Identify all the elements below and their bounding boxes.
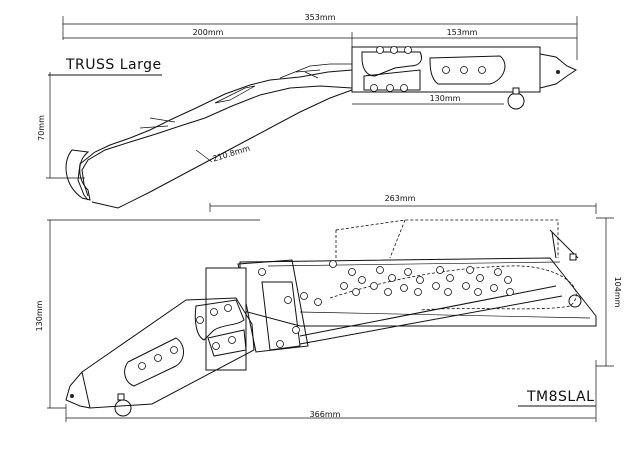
dim-366-label: 366mm [310, 410, 341, 419]
dim-handle-inner-label: 130mm [430, 94, 461, 103]
dim-right-height: 104mm [596, 217, 622, 367]
dim-diagonal-label: 210.8mm [212, 144, 252, 164]
dim-left-height: 130mm [35, 219, 260, 409]
dim-left-height-label: 130mm [35, 300, 44, 331]
sheath-dot-pattern [300, 266, 514, 306]
dim-handle-inner: 130mm [352, 94, 504, 105]
dim-top-bottom-view: 263mm [209, 194, 597, 214]
top-view-title: TRUSS Large [65, 57, 162, 73]
top-handle [351, 46, 578, 110]
sheath-knife-handle [65, 297, 255, 417]
dim-overall-bottom: 366mm [65, 360, 597, 422]
dim-blade-handle: 200mm 153mm [63, 28, 577, 60]
dim-height-label: 70mm [37, 115, 46, 141]
bottom-view-title: TM8SLAL [526, 389, 594, 405]
dim-height: 70mm [37, 72, 85, 179]
dim-blade-label: 200mm [193, 28, 224, 37]
bottom-view: 263mm 130mm 104mm 366mm TM8SLAL [35, 194, 622, 422]
blade: 210.8mm [65, 63, 353, 209]
dim-right-height-label: 104mm [613, 277, 622, 308]
dim-overall-top: 353mm [62, 13, 578, 60]
dim-263-label: 263mm [385, 194, 416, 203]
top-view: 353mm 200mm 153mm TRUSS Large 70mm [37, 13, 578, 209]
dim-handle-label: 153mm [447, 28, 478, 37]
dim-overall-label: 353mm [305, 13, 336, 22]
